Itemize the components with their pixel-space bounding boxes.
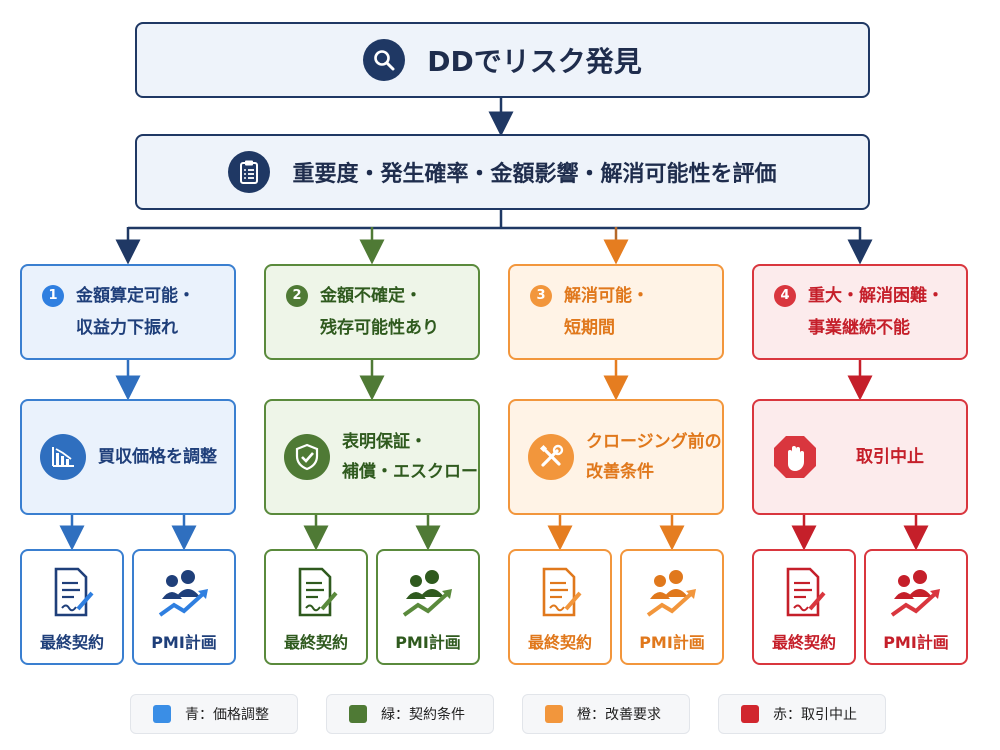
branch-4-final-contract: 最終契約 — [752, 549, 856, 665]
condition-line: 事業継続不能 — [808, 318, 910, 338]
branch-2-action: 表明保証・補償・エスクロー — [264, 399, 480, 515]
outcome-label: PMI計画 — [395, 633, 461, 652]
tools-icon — [528, 434, 574, 480]
action-line: クロージング前の — [586, 432, 722, 452]
legend-item-green: 緑：契約条件 — [326, 694, 494, 734]
outcome-label: PMI計画 — [151, 633, 217, 652]
document-sign-icon — [786, 567, 826, 617]
header-box: DDでリスク発見 — [135, 22, 870, 98]
document-sign-icon — [298, 567, 338, 617]
document-sign-icon — [542, 567, 582, 617]
action-line: 取引中止 — [856, 447, 924, 467]
branch-number-badge: 2 — [286, 285, 308, 307]
outcome-label: 最終契約 — [771, 633, 836, 652]
condition-line: 解消可能・ — [564, 286, 649, 306]
legend-swatch — [741, 705, 759, 723]
branch-2-pmi-plan: PMI計画 — [376, 549, 480, 665]
action-line: 表明保証・ — [342, 432, 427, 452]
branch-3-pmi-plan: PMI計画 — [620, 549, 724, 665]
condition-line: 収益力下振れ — [76, 318, 178, 338]
branch-3-action: クロージング前の改善条件 — [508, 399, 724, 515]
branch-4-condition: 4 重大・解消困難・ 事業継続不能 — [752, 264, 968, 360]
branch-2-condition: 2 金額不確定・ 残存可能性あり — [264, 264, 480, 360]
team-growth-icon — [646, 570, 696, 617]
legend-swatch — [349, 705, 367, 723]
branch-3-final-contract: 最終契約 — [508, 549, 612, 665]
branch-4-action: 取引中止 — [752, 399, 968, 515]
team-growth-icon — [402, 570, 452, 617]
action-line: 改善条件 — [586, 462, 654, 482]
branch-4-pmi-plan: PMI計画 — [864, 549, 968, 665]
legend-label: 緑：契約条件 — [381, 707, 465, 723]
legend-swatch — [153, 705, 171, 723]
branch-1-condition: 1 金額算定可能・ 収益力下振れ — [20, 264, 236, 360]
condition-line: 金額算定可能・ — [76, 286, 195, 306]
outcome-label: PMI計画 — [639, 633, 705, 652]
evaluation-box: 重要度・発生確率・金額影響・解消可能性を評価 — [135, 134, 870, 210]
branch-2-final-contract: 最終契約 — [264, 549, 368, 665]
branch-1-final-contract: 最終契約 — [20, 549, 124, 665]
legend-label: 橙：改善要求 — [577, 707, 661, 723]
branch-number-badge: 4 — [774, 285, 796, 307]
outcome-label: PMI計画 — [883, 633, 949, 652]
team-growth-icon — [158, 570, 208, 617]
header-title: DDでリスク発見 — [427, 45, 642, 78]
chart-decline-icon — [40, 434, 86, 480]
legend-swatch — [545, 705, 563, 723]
condition-line: 金額不確定・ — [320, 286, 422, 306]
branch-number-badge: 3 — [530, 285, 552, 307]
shield-check-icon — [284, 434, 330, 480]
action-line: 補償・エスクロー — [342, 462, 478, 482]
outcome-label: 最終契約 — [283, 633, 348, 652]
clipboard-icon — [228, 151, 271, 193]
document-sign-icon — [54, 567, 94, 617]
branch-1-action: 買収価格を調整 — [20, 399, 236, 515]
evaluation-title: 重要度・発生確率・金額影響・解消可能性を評価 — [292, 162, 777, 187]
condition-line: 残存可能性あり — [320, 318, 439, 338]
condition-line: 重大・解消困難・ — [808, 286, 944, 306]
search-icon — [363, 39, 406, 81]
branch-3-condition: 3 解消可能・ 短期間 — [508, 264, 724, 360]
branch-1-pmi-plan: PMI計画 — [132, 549, 236, 665]
legend-label: 赤：取引中止 — [773, 707, 857, 723]
condition-line: 短期間 — [564, 318, 615, 338]
stop-hand-icon — [772, 434, 818, 480]
outcome-label: 最終契約 — [39, 633, 104, 652]
team-growth-icon — [890, 570, 940, 617]
legend-item-red: 赤：取引中止 — [718, 694, 886, 734]
action-line: 買収価格を調整 — [98, 447, 217, 467]
legend-item-orange: 橙：改善要求 — [522, 694, 690, 734]
legend-label: 青：価格調整 — [185, 707, 269, 723]
branch-number-badge: 1 — [42, 285, 64, 307]
legend-item-blue: 青：価格調整 — [130, 694, 298, 734]
outcome-label: 最終契約 — [527, 633, 592, 652]
